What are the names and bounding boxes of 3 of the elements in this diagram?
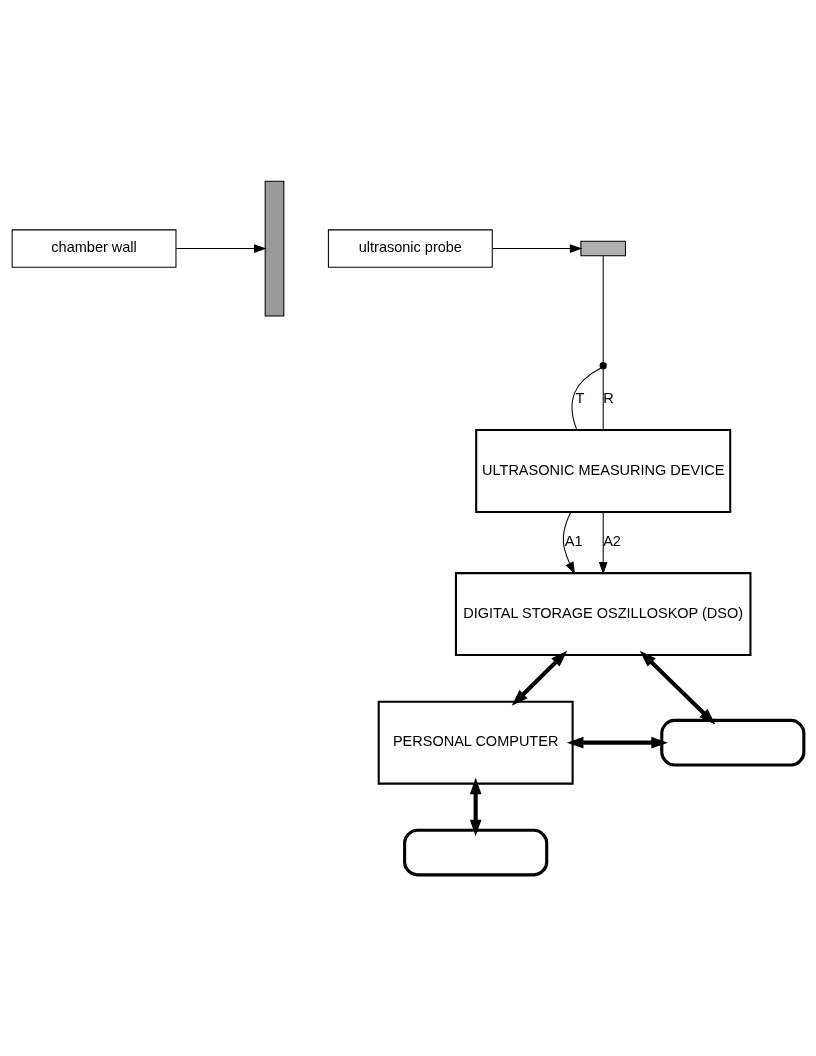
edge-label: R: [603, 390, 614, 407]
edge-label: T: [575, 390, 585, 407]
edge-label: A1: [564, 533, 583, 550]
